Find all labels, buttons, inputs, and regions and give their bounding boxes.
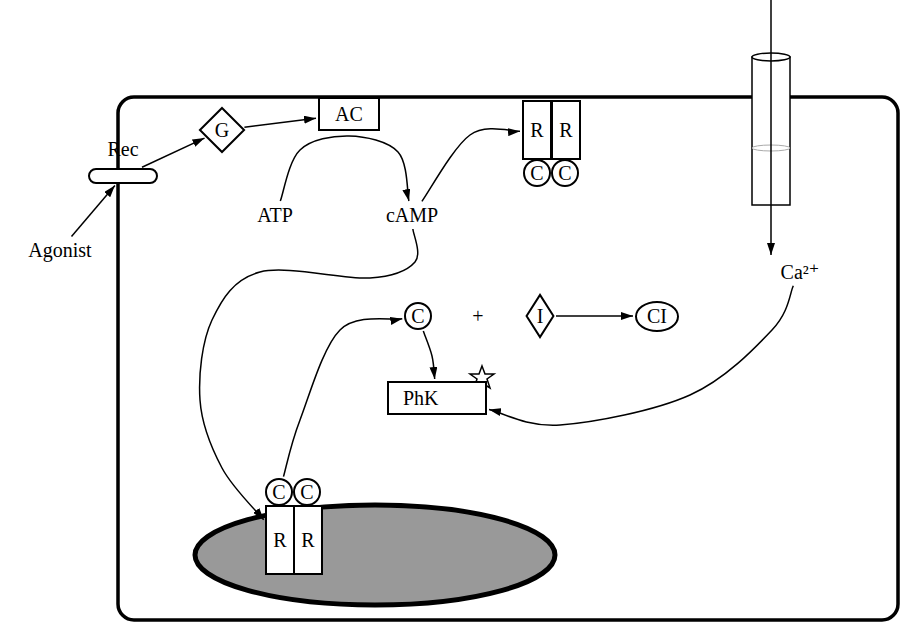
catalytic-subunit: C xyxy=(551,159,579,187)
diamond-shape xyxy=(527,295,554,337)
nucleus xyxy=(195,505,555,605)
node-text: C xyxy=(411,305,424,327)
signal-arrow xyxy=(284,319,403,477)
messenger-label: cAMP xyxy=(384,203,441,227)
node-text: C xyxy=(300,481,313,503)
node-text: C xyxy=(272,481,285,503)
node-text: R xyxy=(530,119,543,141)
regulatory-subunit: R xyxy=(522,100,552,160)
node-text: R xyxy=(273,529,286,551)
node-text: Agonist xyxy=(28,239,91,261)
signal-arrow xyxy=(556,315,633,317)
signal-arrow xyxy=(489,286,793,425)
g-protein-diamond: G xyxy=(199,107,245,153)
complex-oval: CI xyxy=(635,301,679,332)
agonist-label: Agonist xyxy=(26,238,94,262)
regulatory-subunit: R xyxy=(265,505,295,575)
signal-arrow xyxy=(422,129,520,202)
regulatory-subunit: R xyxy=(551,100,581,160)
node-text: Ca²⁺ xyxy=(781,261,820,283)
signal-arrow xyxy=(200,229,418,520)
signal-arrow xyxy=(72,186,115,237)
regulatory-subunit: R xyxy=(293,505,323,575)
substrate-label: ATP xyxy=(255,203,295,227)
operator-sign: + xyxy=(472,305,483,327)
node-text: R xyxy=(301,529,314,551)
catalytic-subunit: C xyxy=(404,302,432,330)
node-text: AC xyxy=(335,103,363,125)
adenylyl-cyclase-box: AC xyxy=(318,97,380,131)
catalytic-subunit: C xyxy=(523,159,551,187)
signal-arrow xyxy=(280,136,409,201)
node-text: cAMP xyxy=(386,204,438,226)
signal-arrow xyxy=(244,118,316,127)
node-text: PhK xyxy=(403,387,439,409)
signal-arrow xyxy=(142,138,205,167)
node-text: G xyxy=(215,119,229,141)
signal-arrow xyxy=(423,331,434,379)
node-text: ATP xyxy=(257,204,293,226)
node-text: I xyxy=(537,305,544,327)
node-text: R xyxy=(559,119,572,141)
inhibitor-diamond: I xyxy=(526,294,554,338)
node-text: C xyxy=(558,162,571,184)
catalytic-subunit: C xyxy=(265,478,293,506)
node-text: C xyxy=(530,162,543,184)
node-text: CI xyxy=(647,305,667,327)
kinase-box: PhK xyxy=(387,381,487,415)
ion-label: Ca²⁺ xyxy=(779,260,822,284)
node-text: Rec xyxy=(107,138,138,160)
diamond-shape xyxy=(200,108,244,152)
receptor: Rec xyxy=(88,168,158,184)
calcium-influx-arrow xyxy=(770,0,772,255)
catalytic-subunit: C xyxy=(293,478,321,506)
